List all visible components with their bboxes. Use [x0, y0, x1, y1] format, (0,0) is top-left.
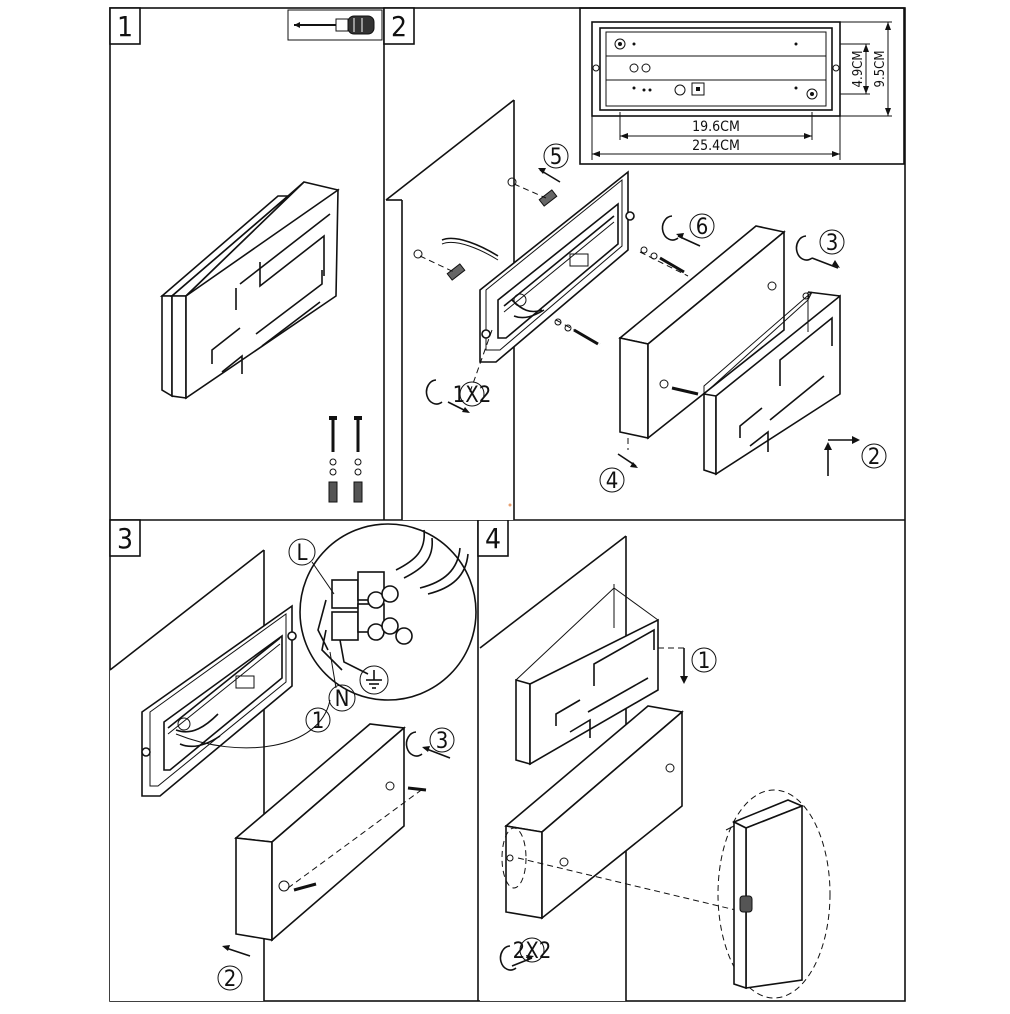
panel-4-label: 4: [477, 519, 509, 557]
svg-text:3: 3: [117, 522, 133, 555]
mounting-plate: [469, 170, 635, 393]
wall-lamp-product: [159, 181, 340, 400]
svg-text:4: 4: [485, 522, 501, 555]
outer-cover: [703, 291, 841, 476]
svg-text:25.4CM: 25.4CM: [692, 138, 740, 154]
screw-set-icon: [328, 416, 363, 503]
p3-neutral-label: N: [328, 651, 356, 712]
p4-inner-housing: [501, 705, 745, 920]
p4-detail-magnifier: [717, 789, 831, 999]
p3-inner-housing: [234, 723, 427, 942]
dimension-drawing: 19.6CM 25.4CM 4.9CM 9.5CM: [579, 7, 905, 165]
svg-text:2: 2: [224, 967, 237, 992]
svg-text:L: L: [296, 541, 307, 566]
p2-step-2: 2: [824, 436, 887, 476]
panel-2-label: 2: [383, 7, 415, 45]
ground-icon: [359, 665, 389, 695]
svg-text:2: 2: [868, 445, 881, 470]
p2-step-1: 1X2: [425, 379, 492, 413]
svg-text:19.6CM: 19.6CM: [692, 119, 740, 135]
inner-housing: [618, 225, 786, 440]
svg-text:1: 1: [312, 709, 325, 734]
svg-text:3: 3: [436, 729, 449, 754]
svg-text:6: 6: [696, 215, 709, 240]
svg-text:1: 1: [117, 10, 133, 43]
svg-text:2X2: 2X2: [513, 939, 552, 964]
panel-1-label: 1: [109, 7, 141, 45]
svg-text:N: N: [335, 687, 350, 712]
p3-mounting-plate: [141, 604, 297, 797]
p2-step-4: 4: [599, 438, 638, 494]
svg-text:3: 3: [826, 231, 839, 256]
p2-step-5: 5: [538, 143, 569, 183]
svg-text:5: 5: [550, 145, 563, 170]
wiring-magnifier: [175, 523, 477, 749]
mains-cable: [441, 237, 499, 261]
p3-step-2: 2: [217, 945, 251, 992]
svg-text:4: 4: [606, 469, 619, 494]
p4-step-2: 2X2: [499, 937, 552, 971]
screwdriver-icon: [287, 9, 383, 41]
p4-step-1: 1: [658, 647, 717, 684]
svg-text:9.5CM: 9.5CM: [873, 51, 888, 88]
svg-text:4.9CM: 4.9CM: [851, 51, 866, 88]
mounting-screws: [554, 246, 689, 346]
svg-text:1X2: 1X2: [453, 383, 492, 408]
p4-outer-cover: [515, 584, 659, 766]
panel-3-label: 3: [109, 519, 141, 557]
svg-text:2: 2: [391, 10, 407, 43]
p3-live-label: L: [288, 538, 335, 595]
stray-dot: [508, 503, 512, 507]
p3-step-1: 1: [305, 707, 331, 734]
p2-step-6: 6: [661, 213, 715, 247]
p2-step-3: 3: [795, 229, 845, 269]
wall-plugs: [419, 183, 558, 281]
p3-step-3: 3: [405, 727, 455, 759]
svg-text:1: 1: [698, 649, 711, 674]
